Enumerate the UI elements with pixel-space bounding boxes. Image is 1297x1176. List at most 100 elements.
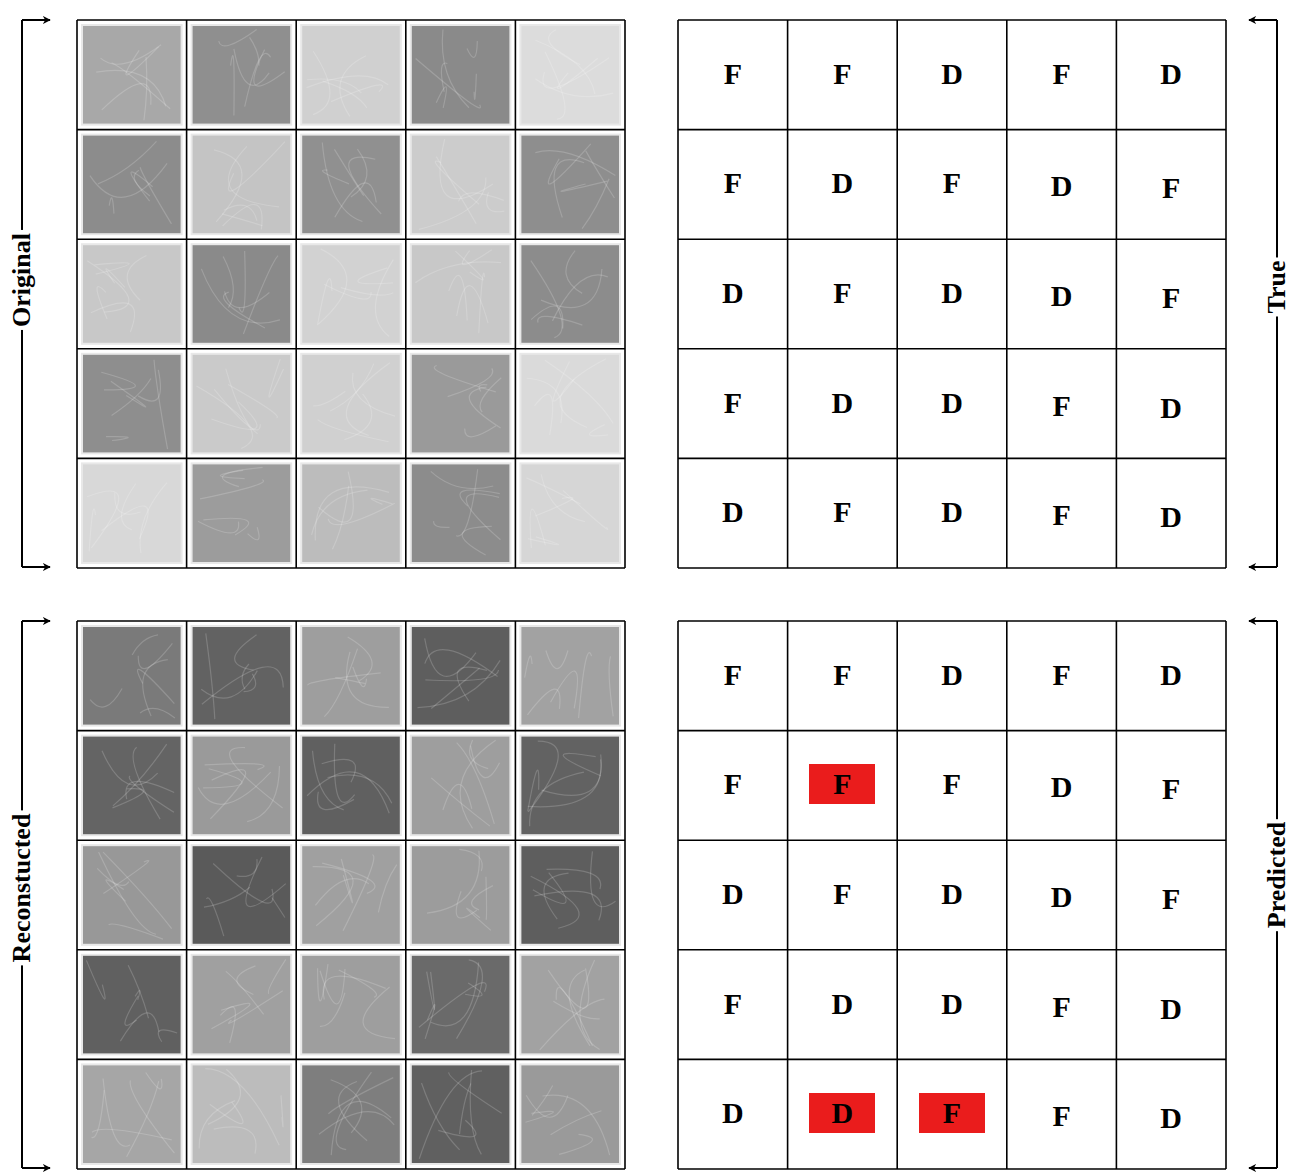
- tissue-texture: [103, 852, 172, 928]
- mammogram-patch: [411, 354, 511, 454]
- tissue-texture: [224, 292, 265, 328]
- tissue-texture: [222, 467, 262, 486]
- tissue-texture: [543, 58, 609, 88]
- tissue-texture: [102, 84, 151, 110]
- mammogram-patch: [82, 463, 182, 563]
- tissue-texture: [112, 63, 171, 109]
- tissue-texture: [339, 970, 377, 997]
- table-cell: D: [941, 278, 963, 308]
- tissue-texture: [208, 1069, 241, 1124]
- tissue-texture: [549, 30, 581, 65]
- bracket-arrow: [22, 1167, 50, 1169]
- tissue-texture: [442, 30, 469, 108]
- tissue-texture: [371, 498, 392, 504]
- tissue-texture: [434, 366, 496, 392]
- tissue-texture: [248, 527, 260, 539]
- tissue-texture: [487, 192, 505, 211]
- image-patches: [82, 626, 620, 1164]
- tissue-texture: [541, 474, 585, 521]
- table-cell: F: [1052, 1101, 1070, 1131]
- tissue-texture: [97, 287, 107, 320]
- table-cell: D: [832, 989, 854, 1019]
- mammogram-patch: [192, 736, 292, 836]
- tissue-texture: [237, 859, 257, 876]
- tissue-texture: [318, 420, 389, 442]
- grid-line: [678, 949, 1226, 951]
- tissue-texture: [140, 708, 175, 718]
- tissue-texture: [334, 149, 363, 195]
- tissue-texture: [307, 772, 389, 813]
- mammogram-patch: [520, 736, 620, 836]
- table-cell: F: [1162, 774, 1180, 804]
- tissue-texture: [101, 45, 162, 64]
- tissue-texture: [206, 633, 215, 719]
- grid-line: [186, 20, 188, 568]
- grid-line: [186, 621, 188, 1169]
- table-cell: D: [941, 497, 963, 527]
- table-cell: F: [1052, 391, 1070, 421]
- grid-line: [678, 730, 1226, 732]
- tissue-texture: [214, 150, 242, 222]
- table-cell: D: [1051, 171, 1073, 201]
- grid-line: [896, 20, 898, 568]
- tissue-texture: [140, 483, 167, 554]
- table-cell: F: [724, 59, 742, 89]
- tissue-texture: [307, 79, 361, 93]
- tissue-texture: [332, 486, 348, 550]
- tissue-texture: [228, 142, 285, 192]
- tissue-texture: [469, 387, 500, 428]
- mammogram-patch: [192, 354, 292, 454]
- tissue-texture: [158, 1030, 177, 1042]
- tissue-texture: [548, 144, 590, 184]
- table-cell: D: [722, 1098, 744, 1128]
- tissue-texture: [203, 769, 242, 788]
- table-cell: D: [941, 59, 963, 89]
- tissue-texture: [431, 471, 493, 488]
- tissue-texture: [554, 160, 584, 218]
- tissue-texture: [201, 269, 280, 323]
- tissue-texture: [196, 386, 252, 448]
- mammogram-patch: [301, 626, 401, 726]
- table-cell: D: [941, 660, 963, 690]
- table-cell: D: [1051, 772, 1073, 802]
- tissue-texture: [106, 437, 128, 441]
- grid-lines: [77, 621, 625, 1169]
- tissue-texture: [526, 1095, 568, 1117]
- tissue-texture: [127, 255, 146, 300]
- tissue-texture: [534, 394, 552, 435]
- tissue-texture: [219, 30, 257, 46]
- tissue-texture: [128, 965, 148, 1018]
- tissue-texture: [551, 671, 578, 708]
- mammogram-patch: [301, 25, 401, 125]
- tissue-texture: [553, 361, 574, 401]
- tissue-texture: [440, 139, 493, 199]
- tissue-texture: [460, 1084, 471, 1135]
- table-cell: F: [833, 879, 851, 909]
- grid-line: [77, 949, 625, 951]
- mammogram-patch: [411, 845, 511, 945]
- tissue-texture: [579, 653, 592, 718]
- table-cell: F: [1162, 283, 1180, 313]
- tissue-texture: [378, 865, 396, 913]
- table-cell: F: [833, 59, 851, 89]
- tissue-texture: [425, 650, 498, 677]
- mammogram-patch: [301, 135, 401, 235]
- table-cell: F: [943, 168, 961, 198]
- tissue-texture: [460, 490, 500, 506]
- table-cell: D: [941, 989, 963, 1019]
- tissue-texture: [531, 261, 562, 338]
- mammogram-patch: [520, 25, 620, 125]
- tissue-texture: [206, 898, 223, 936]
- tissue-texture: [441, 63, 447, 92]
- tissue-texture: [90, 163, 167, 197]
- mammogram-patch: [411, 25, 511, 125]
- mammogram-patch: [82, 244, 182, 344]
- tissue-texture: [334, 744, 354, 803]
- tissue-texture: [548, 968, 589, 1008]
- tissue-texture: [541, 269, 602, 308]
- table-cell: F: [833, 660, 851, 690]
- tissue-texture: [456, 469, 478, 536]
- tissue-texture: [556, 988, 592, 1047]
- grid-line: [678, 620, 1226, 622]
- table-cell: D: [1160, 1103, 1182, 1133]
